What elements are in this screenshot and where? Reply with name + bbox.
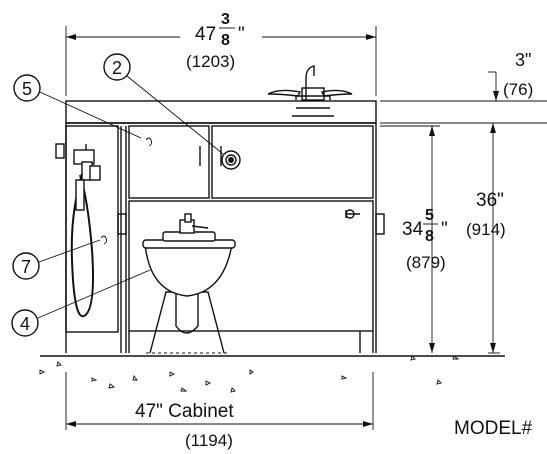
callout-2: 2 bbox=[103, 53, 224, 155]
cabinet-height-unit: " bbox=[441, 219, 448, 240]
deck-imperial: 3" bbox=[515, 50, 531, 70]
width-whole: 47 bbox=[195, 24, 216, 45]
callout-7-label: 7 bbox=[21, 257, 31, 277]
width-fraction-den: 8 bbox=[221, 32, 230, 49]
cabinet-body bbox=[55, 123, 385, 353]
faucet bbox=[267, 65, 353, 117]
cabinet-height-den: 8 bbox=[425, 228, 434, 245]
cabinet-height-metric: (879) bbox=[406, 253, 446, 272]
cabinet-width-imperial: 47" Cabinet bbox=[135, 401, 234, 422]
callout-4-label: 4 bbox=[20, 314, 30, 334]
model-label: MODEL# bbox=[454, 418, 533, 439]
deck-metric: (76) bbox=[503, 80, 533, 99]
cabinet-width-metric: (1194) bbox=[185, 431, 233, 450]
width-metric: (1203) bbox=[186, 52, 235, 71]
callout-7: 7 bbox=[12, 239, 101, 280]
callout-5: 5 bbox=[13, 74, 142, 139]
callout-4: 4 bbox=[11, 269, 151, 337]
cabinet-height-whole: 34 bbox=[402, 219, 424, 240]
counter-top bbox=[65, 100, 377, 124]
cabinet-height-num: 5 bbox=[425, 207, 434, 224]
cabinet-height-dimension: 34 5 8 " (879) bbox=[380, 125, 448, 353]
total-height-dimension: 36" (914) bbox=[466, 123, 506, 354]
callout-2-label: 2 bbox=[112, 58, 122, 78]
width-unit: " bbox=[238, 24, 245, 45]
overall-width-dimension: 47 3 8 " (1203) bbox=[65, 11, 377, 96]
total-height-imperial: 36" bbox=[476, 190, 504, 211]
hand-sprayer bbox=[70, 144, 101, 318]
deck-height-dimension: 3" (76) bbox=[380, 50, 547, 124]
total-height-metric: (914) bbox=[466, 220, 506, 239]
callout-5-label: 5 bbox=[22, 79, 32, 99]
floor bbox=[39, 355, 505, 393]
width-fraction-num: 3 bbox=[221, 11, 230, 28]
cabinet-width-dimension: 47" Cabinet (1194) bbox=[65, 372, 374, 450]
toilet-fixture bbox=[142, 213, 236, 354]
